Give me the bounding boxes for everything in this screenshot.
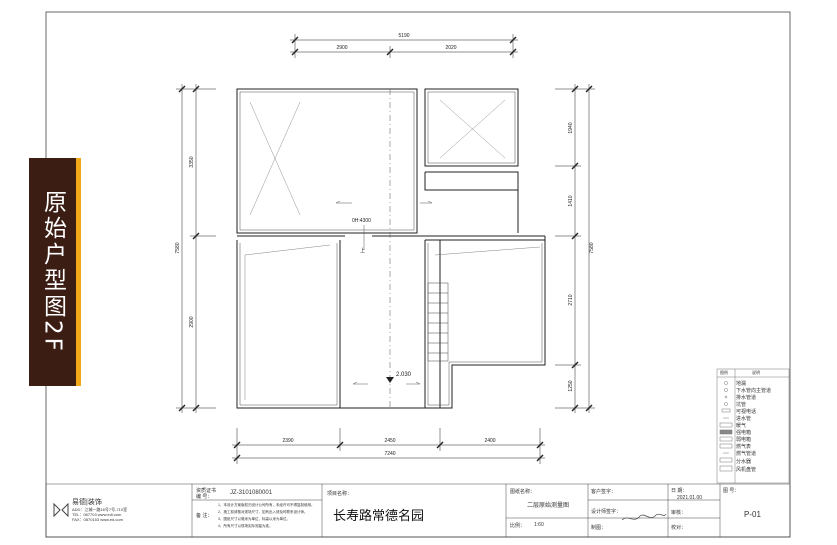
height-mark: 2.030: [396, 372, 412, 378]
title-block-frame: [45, 483, 791, 538]
dim-right-seg-3: 2710: [568, 294, 574, 305]
legend-header-symbol: 图例: [720, 370, 728, 375]
check-label: 校对：: [671, 525, 687, 531]
dim-left-upper: 3350: [189, 156, 195, 167]
legend-item: 强电箱: [736, 430, 752, 436]
legend-item: 坑管: [736, 402, 747, 408]
date-value: 2021.01.00: [677, 495, 703, 501]
company-logo-icon: [53, 502, 69, 518]
legend-item: 燃气管道: [736, 451, 757, 457]
dim-bottom-seg-1: 2390: [282, 438, 293, 444]
badge-title: 原始户型图2F: [39, 190, 66, 354]
review-label: 审核：: [671, 510, 687, 516]
note-label: 备 注：: [196, 513, 213, 519]
legend-item: 分水器: [736, 459, 752, 465]
legend-box: [716, 368, 790, 484]
slope-lines: [244, 244, 541, 400]
legend-item: 燃气表: [736, 444, 752, 450]
height-marker-triangle: [386, 377, 394, 383]
dim-bottom-seg-2: 2450: [384, 438, 395, 444]
legend-item: 可视电话: [736, 409, 757, 415]
void-markers: [249, 99, 506, 216]
dim-bottom-total: 7240: [384, 451, 395, 457]
dimension-lines: [176, 34, 595, 464]
legend-header-desc: 说明: [752, 370, 760, 375]
sheet-number: P-01: [744, 510, 761, 519]
scale-label: 比例：: [510, 523, 526, 529]
stair-label: 上: [360, 247, 365, 254]
cert-label-number: 编 号：: [196, 494, 213, 500]
dim-top-total: 5190: [398, 33, 409, 39]
cert-label: 资质证书: [196, 488, 217, 494]
dim-bottom-seg-3: 2400: [484, 438, 495, 444]
direction-arrows: [335, 200, 433, 385]
cert-value: JZ-3101080001: [230, 490, 273, 496]
note-line: 3、图纸尺寸以毫米为单位，标高以米为单位。: [218, 517, 290, 521]
project-name: 长寿路常德名园: [333, 509, 425, 524]
legend-item: 排水管道: [736, 395, 757, 401]
project-label: 项目名称：: [327, 491, 353, 497]
date-label: 日 期：: [671, 488, 688, 494]
company-tel: TEL：087703 www.edi.com: [72, 512, 122, 517]
note-line: 2、施工前请核对现场尺寸，如有出入请及时联系设计师。: [218, 510, 308, 514]
company-fax: FAX：0870153 www.ed.com: [72, 517, 123, 522]
drafter-label: 制图：: [591, 525, 607, 531]
drawing-name: 二层原始测量图: [527, 503, 570, 509]
designer-signature-label: 设计师签字：: [591, 509, 622, 515]
legend-item: 暖气: [736, 423, 747, 429]
legend-item: 下水管向主管道: [736, 388, 772, 394]
elevation-mark: 0H:4300: [352, 218, 371, 224]
dim-right-seg-1: 1940: [568, 122, 574, 133]
walls: [236, 88, 546, 409]
dim-left-lower: 2900: [189, 316, 195, 327]
dimension-ticks: [178, 36, 593, 462]
dim-top-right: 2020: [445, 45, 456, 51]
dim-top-left: 2900: [336, 45, 347, 51]
dim-left-total: 7580: [175, 242, 181, 253]
legend-item: 地漏: [736, 381, 747, 387]
legend-item: 风机盘管: [736, 467, 757, 473]
company-name: 易德|装饰: [72, 499, 102, 506]
sheet-label: 图 号：: [723, 488, 740, 494]
stairs: [427, 282, 449, 362]
company-address: ADD：江城一路16号7号-710室: [72, 507, 128, 512]
title-badge: [29, 158, 76, 386]
dim-right-seg-4: 1250: [568, 380, 574, 391]
dim-right-total: 7580: [589, 242, 595, 253]
scale-value: 1:60: [534, 522, 544, 528]
legend-item: 进水管: [736, 416, 752, 422]
dim-right-seg-2: 1410: [568, 195, 574, 206]
note-line: 4、所有尺寸以现场实际测量为准。: [218, 524, 273, 528]
legend-symbols: [719, 381, 733, 472]
client-signature-label: 客户签字：: [591, 489, 617, 495]
designer-signature: [621, 513, 667, 521]
title-badge-stripe: [76, 158, 81, 386]
drawing-name-label: 图纸名称：: [510, 489, 536, 495]
note-line: 1、本设计方案版权归设计公司所有，未经许可不得复制使用。: [218, 503, 315, 507]
legend-item: 弱电箱: [736, 437, 752, 443]
